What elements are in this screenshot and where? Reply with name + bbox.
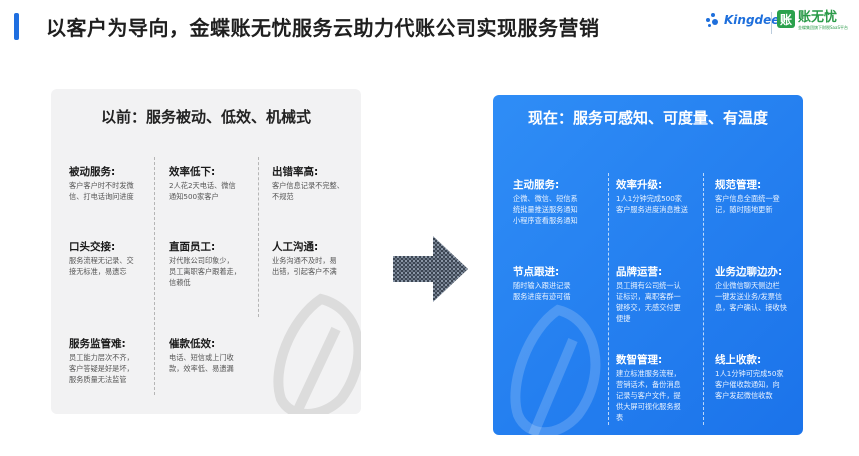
item-title: 口头交接: bbox=[69, 241, 116, 253]
before-item: 被动服务: 客户客户时不时发微 信、打电话询问进度 bbox=[69, 165, 159, 202]
zhangwuyou-logo-subtext: 金蝶集团旗下财税SaaS平台 bbox=[798, 25, 848, 30]
item-title: 直面员工: bbox=[169, 241, 216, 253]
column-divider bbox=[703, 173, 704, 425]
before-title: 以前：服务被动、低效、机械式 bbox=[100, 108, 311, 126]
item-title: 效率升级: bbox=[616, 179, 663, 191]
transition-arrow-icon bbox=[393, 236, 468, 302]
after-item: 效率升级: 1人1分钟完成500家 客户服务进度消息推送 bbox=[616, 178, 706, 215]
item-title: 出错率高: bbox=[272, 166, 319, 178]
item-desc: 服务流程无记录、交 接无标准，易遗忘 bbox=[69, 256, 134, 276]
item-desc: 员工能力层次不齐， 客户答疑是好是坏， 服务质量无法监管 bbox=[69, 353, 134, 384]
item-title: 业务边聊边办: bbox=[715, 266, 783, 278]
item-desc: 客户客户时不时发微 信、打电话询问进度 bbox=[69, 181, 134, 201]
before-item: 直面员工: 对代账公司印象少， 员工离职客户跟着走， 信赖低 bbox=[169, 240, 259, 288]
before-item: 人工沟通: 业务沟通不及时，易 出错，引起客户不满 bbox=[272, 240, 361, 277]
item-title: 被动服务: bbox=[69, 166, 116, 178]
item-desc: 企业微信聊天侧边栏 一键发送业务/发票信 息，客户确认、接收快 bbox=[715, 281, 787, 312]
item-title: 人工沟通: bbox=[272, 241, 319, 253]
before-item: 口头交接: 服务流程无记录、交 接无标准，易遗忘 bbox=[69, 240, 159, 277]
item-desc: 客户信息记录不完整、 不规范 bbox=[272, 181, 344, 201]
title-accent-bar bbox=[14, 13, 19, 40]
leaf-watermark-icon bbox=[510, 304, 601, 435]
before-panel: 以前：服务被动、低效、机械式 被动服务: 客户客户时不时发微 信、打电话询问进度… bbox=[51, 89, 361, 414]
header: 以客户为导向，金蝶账无忧服务云助力代账公司实现服务营销 Kingdee 账 账无… bbox=[0, 0, 859, 56]
item-title: 品牌运营: bbox=[616, 266, 663, 278]
after-item: 品牌运营: 员工拥有公司统一认 证标识，离职客群一 键移交，无感交付更 便捷 bbox=[616, 265, 706, 324]
after-item: 线上收款: 1人1分钟可完成50家 客户催收款通知，向 客户发起微信收款 bbox=[715, 353, 803, 401]
column-divider bbox=[258, 157, 259, 317]
after-item: 业务边聊边办: 企业微信聊天侧边栏 一键发送业务/发票信 息，客户确认、接收快 bbox=[715, 265, 803, 313]
page-title: 以客户为导向，金蝶账无忧服务云助力代账公司实现服务营销 bbox=[46, 16, 600, 40]
logo-divider bbox=[771, 12, 772, 34]
item-desc: 建立标准服务流程， 营销话术，备份消息 记录与客户文件，提 供大屏可视化服务报 … bbox=[616, 369, 681, 422]
item-title: 主动服务: bbox=[513, 179, 560, 191]
zhangwuyou-logo-icon: 账 bbox=[777, 10, 795, 28]
before-item: 服务监管难: 员工能力层次不齐， 客户答疑是好是坏， 服务质量无法监管 bbox=[69, 337, 159, 385]
leaf-watermark-icon bbox=[273, 293, 361, 414]
after-item: 规范管理: 客户信息全面统一登 记，随时随地更新 bbox=[715, 178, 803, 215]
item-desc: 2人花2天电话、微信 通知500家客户 bbox=[169, 181, 236, 201]
column-divider bbox=[154, 157, 155, 395]
item-desc: 客户信息全面统一登 记，随时随地更新 bbox=[715, 194, 780, 214]
item-title: 数智管理: bbox=[616, 354, 663, 366]
after-item: 主动服务: 企微、微信、短信系 统批量推送服务通知 小程序查看服务通知 bbox=[513, 178, 603, 226]
before-item: 催款低效: 电话、短信或上门收 款，效率低、易遗漏 bbox=[169, 337, 259, 374]
before-item: 效率低下: 2人花2天电话、微信 通知500家客户 bbox=[169, 165, 259, 202]
item-desc: 对代账公司印象少， 员工离职客户跟着走， 信赖低 bbox=[169, 256, 241, 287]
before-item: 出错率高: 客户信息记录不完整、 不规范 bbox=[272, 165, 361, 202]
item-title: 节点跟进: bbox=[513, 266, 560, 278]
after-item: 数智管理: 建立标准服务流程， 营销话术，备份消息 记录与客户文件，提 供大屏可… bbox=[616, 353, 706, 423]
item-desc: 员工拥有公司统一认 证标识，离职客群一 键移交，无感交付更 便捷 bbox=[616, 281, 681, 323]
item-title: 催款低效: bbox=[169, 338, 216, 350]
item-title: 服务监管难: bbox=[69, 338, 126, 350]
column-divider bbox=[608, 173, 609, 425]
zhangwuyou-logo: 账 账无忧 金蝶集团旗下财税SaaS平台 bbox=[777, 10, 848, 31]
item-title: 规范管理: bbox=[715, 179, 762, 191]
item-desc: 随时输入跟进记录 服务进度有迹可循 bbox=[513, 281, 571, 301]
kingdee-dots-icon bbox=[706, 13, 720, 27]
kingdee-logo: Kingdee bbox=[706, 13, 779, 27]
item-desc: 业务沟通不及时，易 出错，引起客户不满 bbox=[272, 256, 337, 276]
item-title: 线上收款: bbox=[715, 354, 762, 366]
item-desc: 1人1分钟可完成50家 客户催收款通知，向 客户发起微信收款 bbox=[715, 369, 784, 400]
zhangwuyou-logo-text: 账无忧 bbox=[798, 10, 838, 25]
kingdee-logo-text: Kingdee bbox=[724, 13, 780, 27]
after-panel: 现在：服务可感知、可度量、有温度 主动服务: 企微、微信、短信系 统批量推送服务… bbox=[493, 95, 803, 435]
item-desc: 1人1分钟完成500家 客户服务进度消息推送 bbox=[616, 194, 688, 214]
item-desc: 电话、短信或上门收 款，效率低、易遗漏 bbox=[169, 353, 234, 373]
after-item: 节点跟进: 随时输入跟进记录 服务进度有迹可循 bbox=[513, 265, 603, 302]
item-title: 效率低下: bbox=[169, 166, 216, 178]
item-desc: 企微、微信、短信系 统批量推送服务通知 小程序查看服务通知 bbox=[513, 194, 578, 225]
after-title: 现在：服务可感知、可度量、有温度 bbox=[527, 109, 768, 127]
